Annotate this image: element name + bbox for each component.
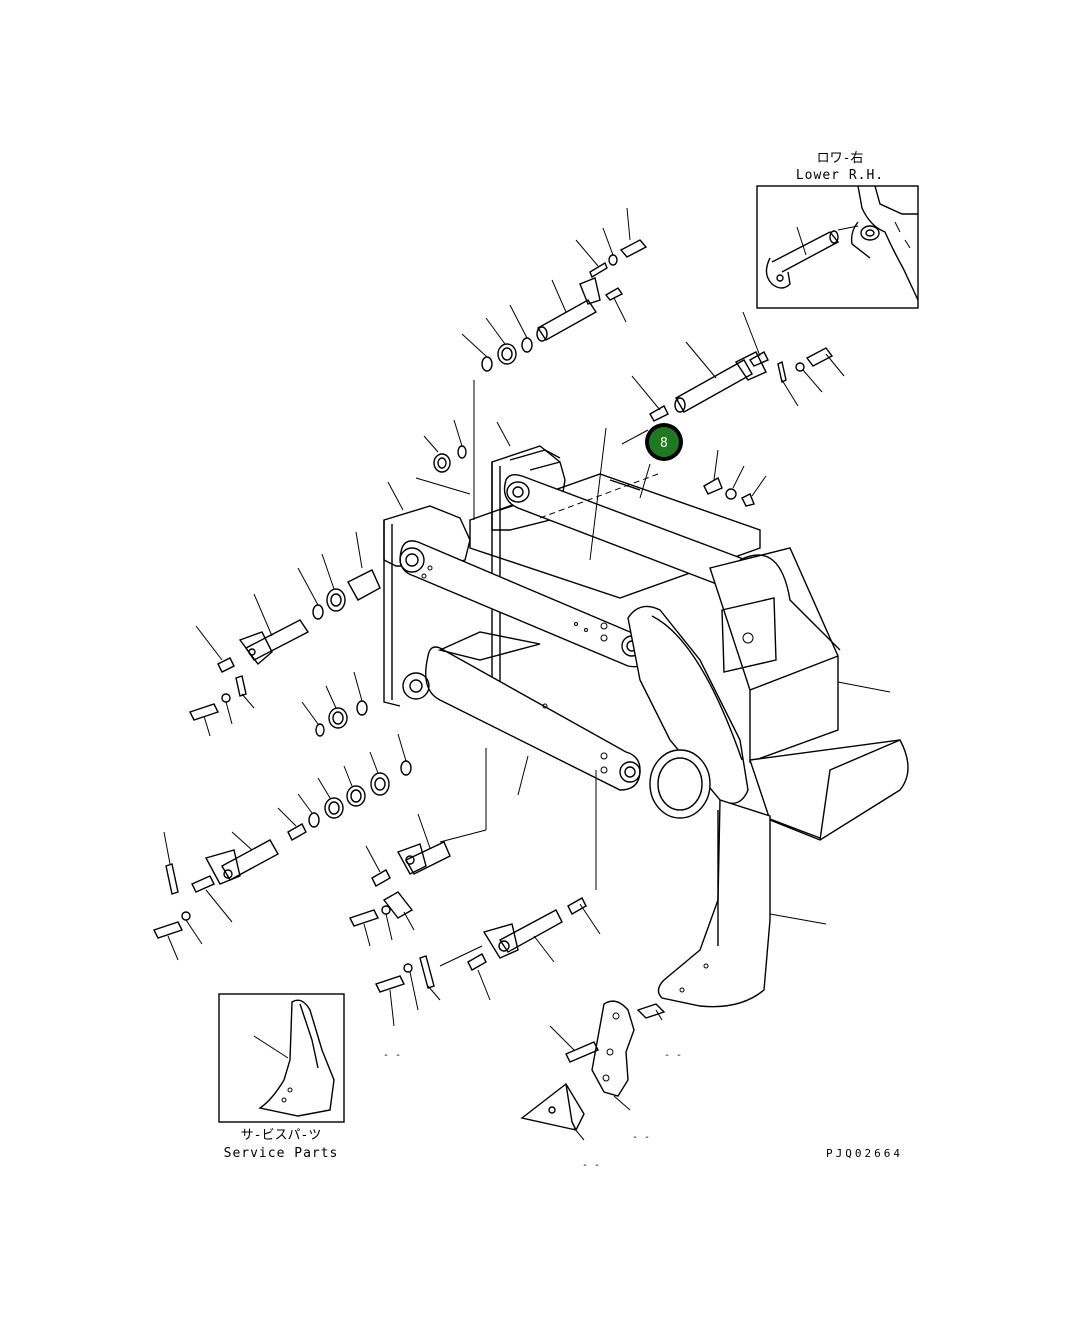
inset-service-parts: サ-ビスパ-ツ Service Parts — [218, 993, 345, 1161]
inset-service-parts-drawing — [253, 999, 335, 1117]
tip-and-protector — [520, 1000, 666, 1141]
inset-lower-rh-label-en: Lower R.H. — [796, 168, 884, 183]
callout-marker-number: 8 — [660, 436, 668, 451]
blank-ref-4: - - — [582, 1160, 600, 1171]
right-bolt-group — [703, 449, 767, 507]
center-lower-pin-assembly — [349, 813, 451, 947]
blank-ref-2: - - — [664, 1050, 682, 1061]
upper-bushing — [423, 419, 467, 473]
main-frame — [383, 421, 909, 1008]
inset-service-parts-label-jp: サ-ビスパ-ツ — [241, 1128, 322, 1143]
left-lower-pin-assembly — [153, 733, 412, 961]
bottom-pin-assembly — [375, 897, 601, 1027]
inset-lower-rh-drawing — [765, 185, 919, 301]
blank-ref-1: - - — [383, 1050, 401, 1061]
inset-lower-rh-label-jp: ロワ-右 — [817, 151, 864, 166]
upper-pin-assembly — [461, 207, 648, 520]
upper-right-pin-assembly — [631, 311, 845, 422]
inset-service-parts-label-en: Service Parts — [224, 1146, 339, 1161]
blank-ref-3: - - — [632, 1132, 650, 1143]
callout-marker-fill — [649, 427, 679, 457]
left-middle-pin-assembly — [301, 671, 368, 737]
inset-lower-rh: ロワ-右 Lower R.H. — [756, 151, 919, 309]
callout-marker-8[interactable]: 8 — [621, 423, 683, 499]
left-upper-pin-assembly — [189, 531, 381, 737]
inset-lower-rh-frame — [756, 185, 919, 309]
drawing-id: PJQ02664 — [826, 1147, 903, 1160]
inset-service-parts-frame — [218, 993, 345, 1123]
